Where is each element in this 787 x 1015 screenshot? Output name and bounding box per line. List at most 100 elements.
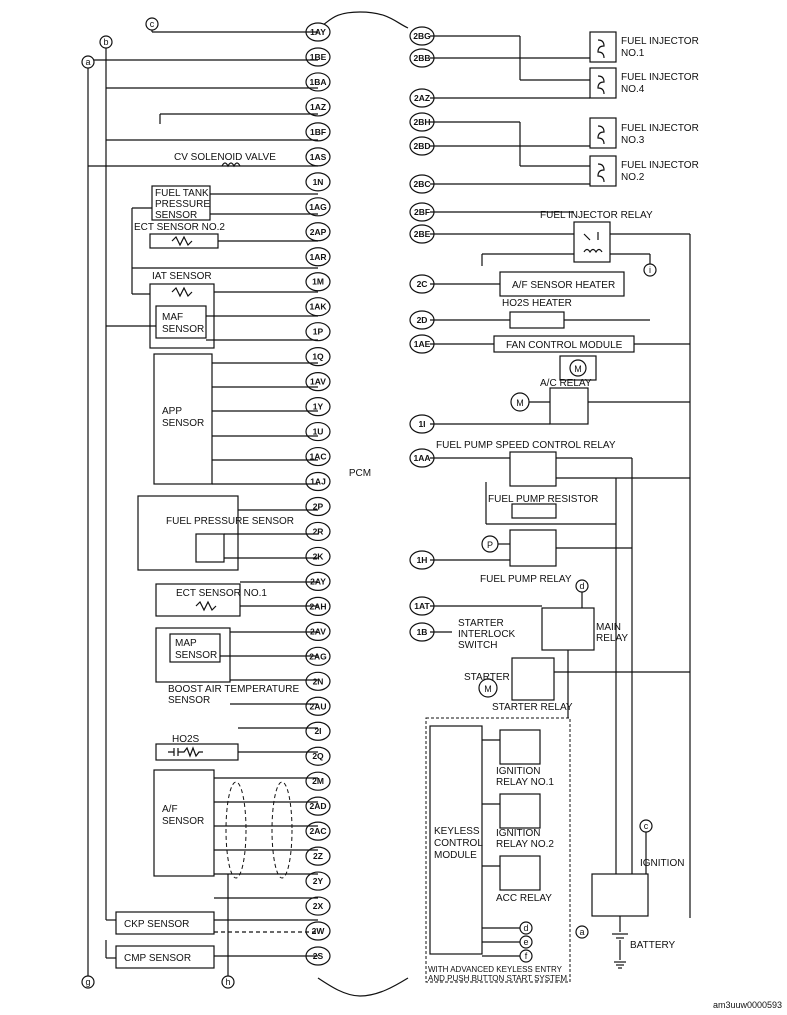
pcm-pin-label: 1B: [417, 627, 428, 637]
fuel-pump-resistor: [511, 503, 557, 519]
pcm-pin-label: 2BF: [414, 207, 430, 217]
pcm-pin-label: 1AT: [414, 601, 430, 611]
pcm-pin-1p: 1P: [305, 322, 331, 342]
ac-motor-label: M: [516, 398, 524, 408]
starter-relay-label: STARTER RELAY: [492, 702, 573, 713]
pcm-pin-label: 2AG: [309, 651, 327, 661]
pcm-pin-2i: 2I: [305, 721, 331, 741]
pcm-pin-label: 1AZ: [310, 102, 326, 112]
ref-g-label: g: [85, 977, 90, 987]
ho2s-element: [168, 746, 203, 758]
maf-label-1: MAF: [162, 312, 183, 323]
pcm-pin-label: 2BH: [413, 117, 430, 127]
pcm-pin-label: 1BA: [309, 77, 326, 87]
ref-f-label: f: [525, 951, 528, 961]
pcm-pin-label: 1AS: [310, 152, 327, 162]
map-sensor: [169, 633, 221, 663]
ref-circle-e: e: [519, 935, 533, 949]
maf-sensor: [155, 305, 207, 339]
pcm-pin-label: 1BF: [310, 127, 326, 137]
starter-relay: [511, 657, 555, 701]
ign2-label-1: IGNITION: [496, 828, 540, 839]
ref-circle-h: h: [221, 975, 235, 989]
pcm-pin-label: 1Q: [312, 352, 324, 362]
ect1-frame: [155, 583, 241, 617]
fuel-pump-label: P: [487, 540, 493, 550]
pcm-pin-2az: 2AZ: [409, 88, 435, 108]
pcm-pin-label: 1AK: [309, 302, 327, 312]
pcm-pin-label: 1U: [313, 427, 324, 437]
pcm-pin-2n: 2N: [305, 671, 331, 691]
ref-a-bottom-label: a: [579, 927, 584, 937]
injector-3: [589, 117, 617, 149]
inj1-label-1: FUEL INJECTOR: [621, 36, 699, 47]
pcm-pin-label: 1AE: [414, 339, 431, 349]
pcm-pin-2r: 2R: [305, 521, 331, 542]
ign2-label-2: RELAY NO.2: [496, 839, 554, 850]
injector-2: [589, 155, 617, 187]
pcm-pin-label: 1AV: [310, 377, 326, 387]
main-relay: [541, 607, 595, 651]
app-sensor: [153, 353, 213, 485]
ac-relay-label: A/C RELAY: [540, 378, 592, 389]
ref-e-label: e: [523, 937, 528, 947]
ect1-thermistor: [195, 600, 217, 612]
injector-1: [589, 31, 617, 63]
ref-h-label: h: [225, 977, 230, 987]
pcm-pin-1aj: 1AJ: [305, 471, 331, 492]
pcm-pin-2ac: 2AC: [305, 821, 331, 841]
acc-relay-label: ACC RELAY: [496, 893, 552, 904]
pcm-pin-1be: 1BE: [305, 47, 331, 67]
pcm-pin-1y: 1Y: [305, 396, 331, 417]
ac-relay: [549, 387, 589, 425]
fuel-tank-label-1: FUEL TANK: [155, 188, 209, 199]
pcm-pin-label: 2BD: [413, 141, 430, 151]
inj1-label-2: NO.1: [621, 48, 645, 59]
pcm-pin-label: 1AR: [309, 252, 326, 262]
main-relay-label-2: RELAY: [596, 633, 628, 644]
ignition-label: IGNITION: [640, 858, 684, 869]
inj4-label-1: FUEL INJECTOR: [621, 72, 699, 83]
pcm-pin-label: 1AG: [309, 202, 327, 212]
ref-c-right-label: c: [644, 821, 649, 831]
pcm-pin-label: 2D: [417, 315, 428, 325]
ckp-label: CKP SENSOR: [124, 919, 189, 930]
fuel-pressure-label: FUEL PRESSURE SENSOR: [166, 516, 294, 527]
af-sensor-heater: [499, 271, 625, 297]
pcm-pin-1az: 1AZ: [305, 97, 331, 117]
pcm-pin-1q: 1Q: [305, 347, 331, 367]
pcm-pin-1m: 1M: [305, 272, 331, 292]
left-pin-column: 1AY1BE1BA1AZ1BF1AS1N1AG2AP1AR1M1AK1P1Q1A…: [305, 22, 331, 966]
pcm-pin-label: 1AC: [309, 452, 326, 462]
keyless-output-lines: [482, 739, 520, 957]
injector-2-group: FUEL INJECTOR NO.2: [430, 146, 699, 187]
fuel-tank-label-2: PRESSURE: [155, 199, 210, 210]
injector-4: [589, 67, 617, 99]
battery-label: BATTERY: [630, 940, 676, 951]
injector-4-group: FUEL INJECTOR NO.4: [430, 58, 699, 99]
pcm-pin-label: 2M: [312, 776, 324, 786]
pcm-pin-label: 2I: [314, 726, 321, 736]
pcm-pin-2k: 2K: [305, 546, 331, 567]
cmp-label: CMP SENSOR: [124, 953, 191, 964]
pcm-pin-label: 2BB: [413, 53, 430, 63]
ref-circle-a-bottom: a: [575, 925, 589, 939]
boost-label-2: SENSOR: [168, 695, 210, 706]
starter-label: STARTER: [464, 672, 510, 683]
app-wires: [212, 362, 318, 485]
pcm-pin-label: 2AZ: [414, 93, 430, 103]
ref-a-top-label: a: [85, 57, 90, 67]
ref-circle-c-top: c: [145, 17, 159, 31]
ignition-relay-2: [499, 793, 541, 829]
fp-resistor-label: FUEL PUMP RESISTOR: [488, 494, 598, 505]
af-label-2: SENSOR: [162, 816, 204, 827]
inj-relay-label: FUEL INJECTOR RELAY: [540, 210, 653, 221]
pcm-pin-2p: 2P: [305, 496, 331, 517]
pcm-pin-label: 2AP: [310, 227, 327, 237]
map-label-2: SENSOR: [175, 650, 217, 661]
maf-label-2: SENSOR: [162, 324, 204, 335]
fan-module-label: FAN CONTROL MODULE: [506, 340, 623, 351]
pcm-pin-2ad: 2AD: [305, 796, 331, 816]
pcm-pin-2y: 2Y: [305, 871, 331, 891]
